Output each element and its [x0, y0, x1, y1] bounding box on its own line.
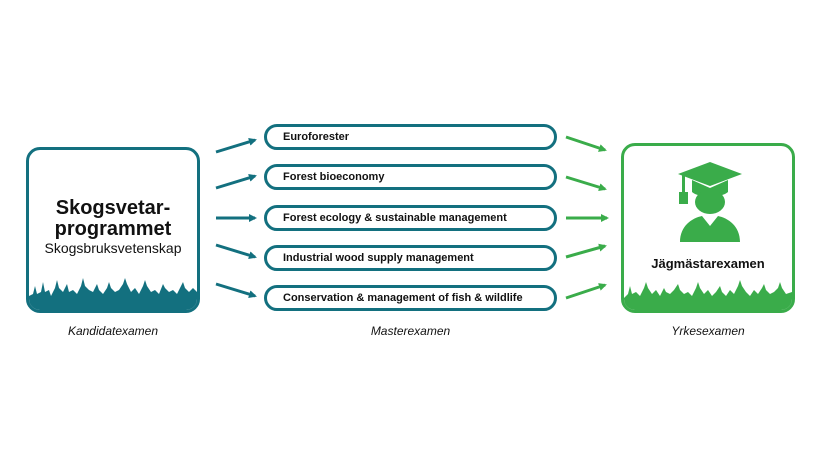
- program-subtitle: Skogsbruksvetenskap: [44, 240, 182, 256]
- bachelor-caption: Kandidatexamen: [67, 324, 159, 338]
- arrow-left-5: [215, 282, 257, 299]
- program-label: Forest ecology & sustainable management: [283, 212, 507, 224]
- arrow-left-4: [215, 243, 257, 260]
- professional-caption: Yrkesexamen: [671, 324, 745, 338]
- graduate-icon: [678, 162, 742, 242]
- forest-silhouette-icon: [29, 278, 197, 310]
- program-forest-bioeconomy: Forest bioeconomy: [264, 164, 557, 190]
- master-caption: Masterexamen: [370, 324, 451, 338]
- program-fish-wildlife: Conservation & management of fish & wild…: [264, 285, 557, 311]
- forest-silhouette-icon: [624, 280, 792, 310]
- program-label: Conservation & management of fish & wild…: [283, 292, 523, 304]
- arrow-left-2: [215, 173, 257, 190]
- bachelor-program-box: Skogsvetar- programmet Skogsbruksvetensk…: [26, 147, 200, 313]
- program-label: Euroforester: [283, 131, 350, 143]
- program-euroforester: Euroforester: [264, 124, 557, 150]
- program-forest-ecology: Forest ecology & sustainable management: [264, 205, 557, 231]
- arrow-right-1: [565, 135, 607, 152]
- arrow-right-5: [565, 283, 607, 300]
- program-title: Skogsvetar- programmet: [54, 197, 172, 240]
- program-wood-supply: Industrial wood supply management: [264, 245, 557, 271]
- arrow-right-2: [565, 175, 607, 192]
- program-label: Industrial wood supply management: [283, 252, 474, 264]
- program-label: Forest bioeconomy: [283, 171, 385, 183]
- arrow-right-4: [565, 243, 607, 259]
- arrow-left-1: [215, 137, 257, 154]
- professional-degree-box: Jägmästarexamen: [621, 143, 795, 313]
- degree-label: Jägmästarexamen: [651, 256, 765, 271]
